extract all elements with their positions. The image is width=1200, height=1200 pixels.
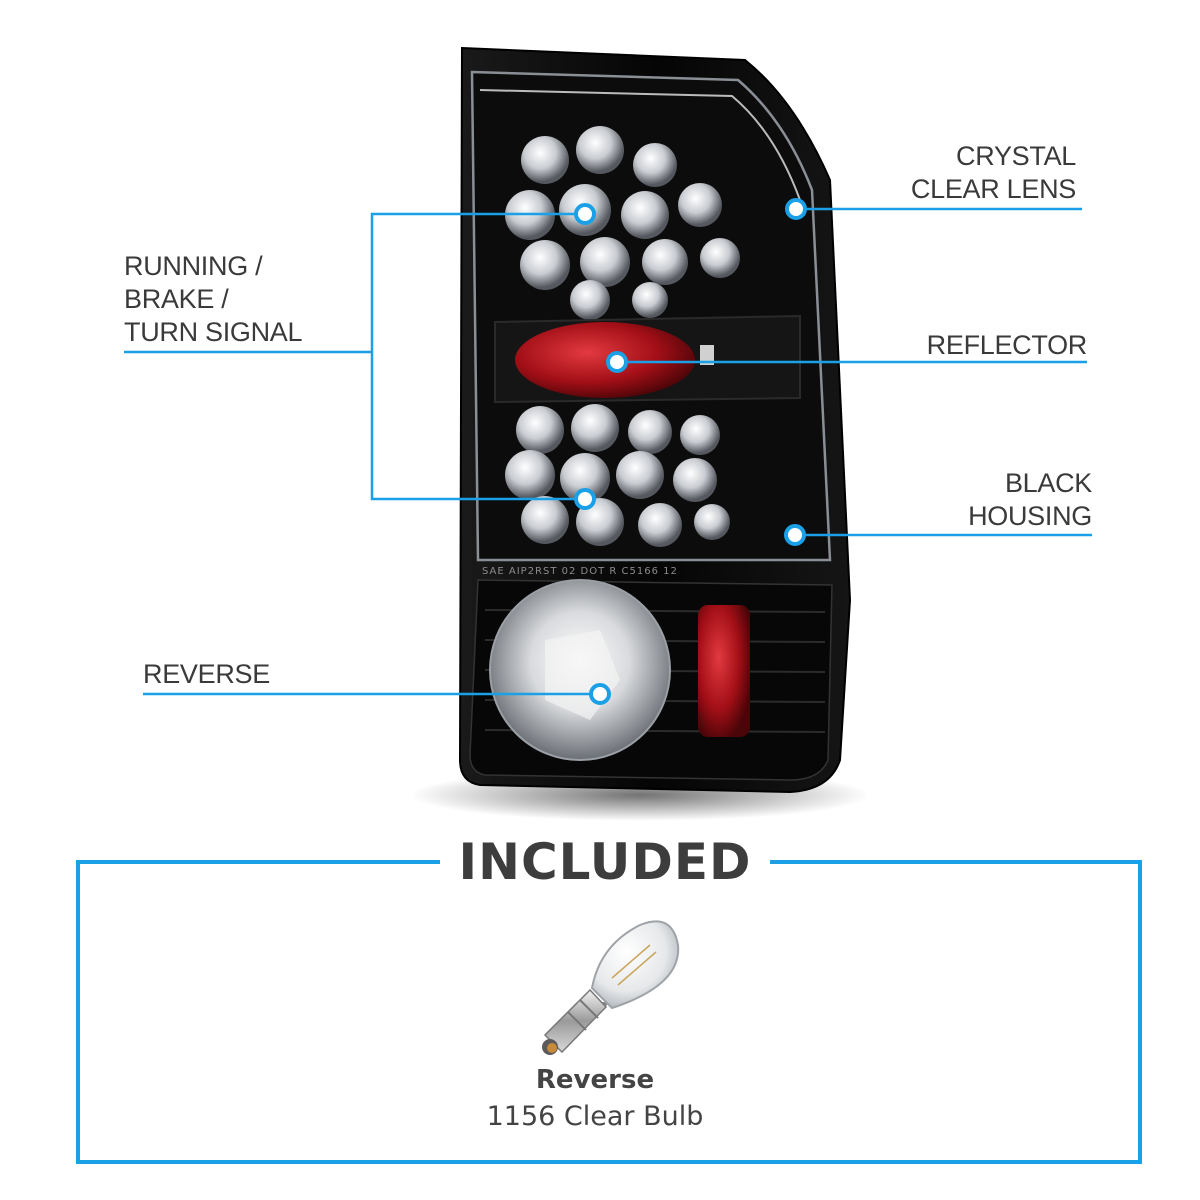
lens-edge-highlight [479,89,801,201]
label-reflector: REFLECTOR [926,329,1088,362]
label-line: RUNNING / [124,251,263,281]
red-reflector [515,322,695,398]
label-reverse: REVERSE [143,658,270,691]
label-line: TURN SIGNAL [124,317,303,347]
bulb-description: 1156 Clear Bulb [486,1101,704,1132]
lower-led-cluster [505,404,730,547]
reflector-clip [700,345,714,365]
bulb-image [542,920,680,1055]
included-heading: INCLUDED [440,832,770,892]
label-line: BRAKE / [124,284,229,314]
bulb-name: Reverse [535,1065,655,1095]
callout-running-brake-turn [124,212,585,501]
label-running-brake-turn-signal: RUNNING / BRAKE / TURN SIGNAL [124,250,303,349]
label-crystal-clear-lens: CRYSTAL CLEAR LENS [911,140,1076,206]
label-black-housing: BLACK HOUSING [968,467,1092,533]
label-line: CRYSTAL [956,141,1076,171]
label-line: HOUSING [968,501,1092,531]
label-line: CLEAR LENS [910,174,1076,204]
callout-dots [574,198,807,705]
side-red-reflector [698,605,750,737]
label-line: REFLECTOR [926,330,1088,360]
label-line: REVERSE [143,659,270,689]
upper-led-cluster [505,126,740,320]
included-frame [76,860,1142,1164]
lens-marking: SAE AIP2RST 02 DOT R C5166 12 [482,566,678,577]
label-line: BLACK [1004,468,1092,498]
